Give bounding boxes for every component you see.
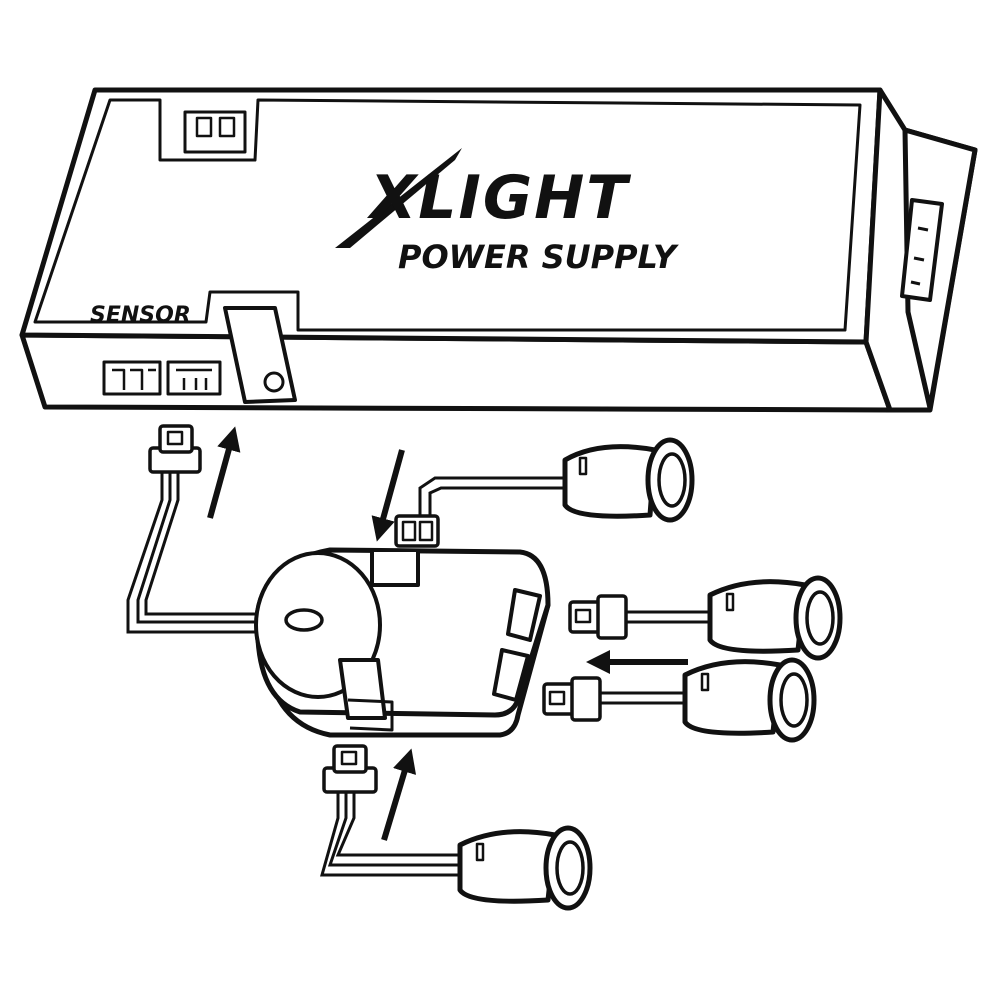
cable-right-1 (625, 610, 712, 624)
cables (126, 470, 712, 877)
arrow-up-icon (207, 426, 241, 519)
power-supply-unit (19, 87, 978, 413)
sensor-right-1 (707, 575, 843, 661)
label-panel (33, 98, 862, 332)
plugs (148, 424, 628, 794)
cable-bottom-inner2 (335, 790, 460, 857)
sensor-label: SENSOR (90, 303, 191, 328)
hub-port-right-1 (506, 588, 542, 642)
front-connector-left-pins (112, 368, 156, 390)
front-connector-left (102, 360, 162, 396)
hub-port-right-2 (492, 648, 530, 702)
plug-to-power-supply (148, 424, 202, 474)
front-connector-right-pins (176, 368, 212, 390)
arrow-up-icon (381, 748, 417, 841)
plug-bottom (322, 744, 378, 794)
cable-left-inner (136, 470, 258, 624)
ac-inlet (900, 198, 944, 302)
top-connector-pin (195, 116, 213, 138)
cable-left-inner2 (144, 470, 258, 616)
hub-top-notch (370, 552, 420, 587)
sensor-port-screw (263, 371, 285, 393)
hub-bottom-slot (338, 658, 387, 720)
front-connector-right (166, 360, 222, 396)
top-connector-pin (218, 116, 236, 138)
sensor-hub (254, 547, 551, 738)
plug-right-2 (542, 676, 602, 722)
cable-bottom-inner (327, 790, 460, 867)
cable-top (418, 476, 565, 520)
sensor-top (562, 437, 695, 523)
xlight-logo: XLIGHT POWER SUPPLY (335, 148, 679, 276)
cable-bottom (320, 790, 460, 877)
arrow-down-icon (371, 449, 405, 542)
hub-bottom-slot-detail (347, 698, 394, 732)
plug-right-1 (568, 594, 628, 640)
sensor-bottom (457, 825, 593, 911)
plug-hub-top (394, 514, 440, 548)
top-connector (183, 110, 247, 154)
logo-subtitle: POWER SUPPLY (398, 238, 679, 276)
sensors (457, 437, 843, 911)
cable-right-2 (600, 691, 686, 705)
sensor-right-2 (682, 657, 817, 743)
cable-left (126, 470, 258, 634)
cable-top-inner (428, 486, 565, 520)
hub-led-window (284, 608, 324, 632)
logo-text: XLIGHT (366, 163, 631, 233)
ac-inlet-pins (910, 226, 929, 286)
arrows (207, 426, 688, 841)
logo-swoosh (335, 148, 462, 248)
